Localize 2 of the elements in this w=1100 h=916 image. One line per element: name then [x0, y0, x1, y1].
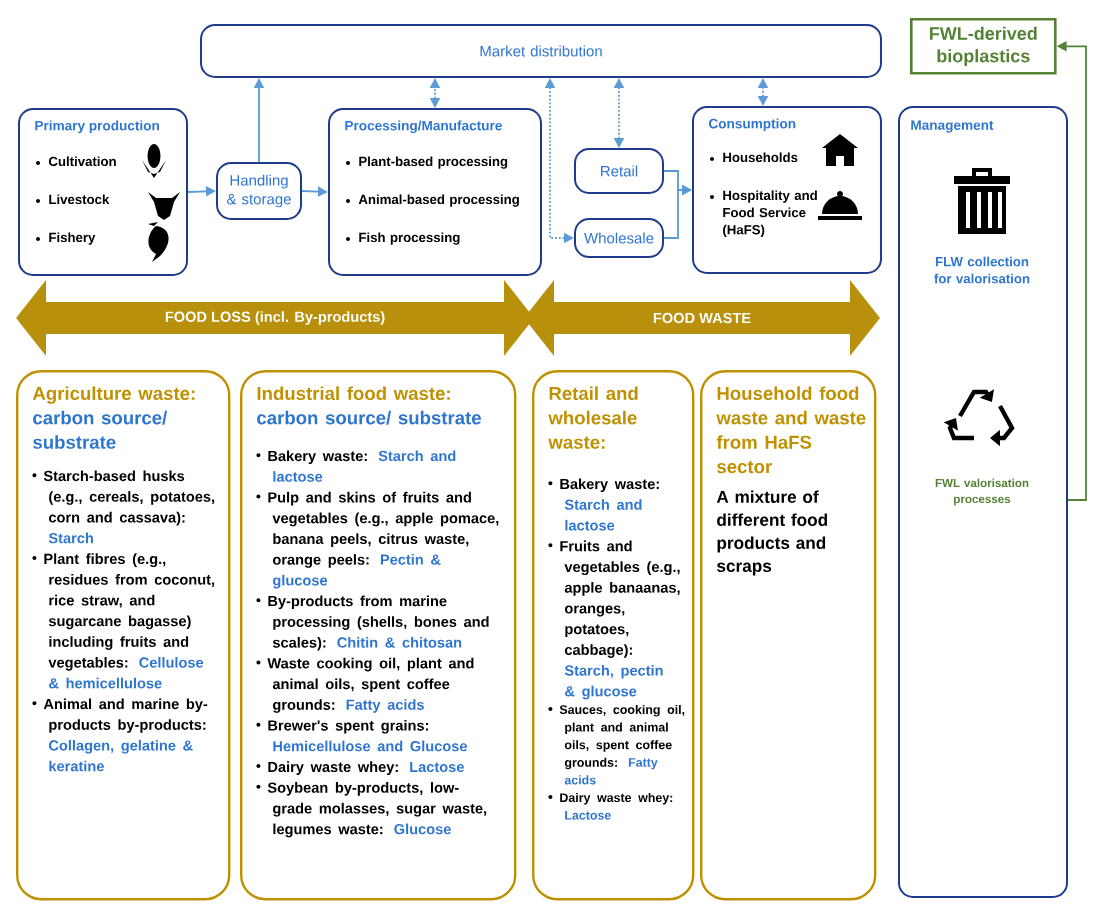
output-box: FWL-derived bioplastics — [910, 18, 1057, 75]
waste-category-box: Household food waste and waste from HaFS sector A mixture of different food products and scraps — [700, 370, 877, 901]
